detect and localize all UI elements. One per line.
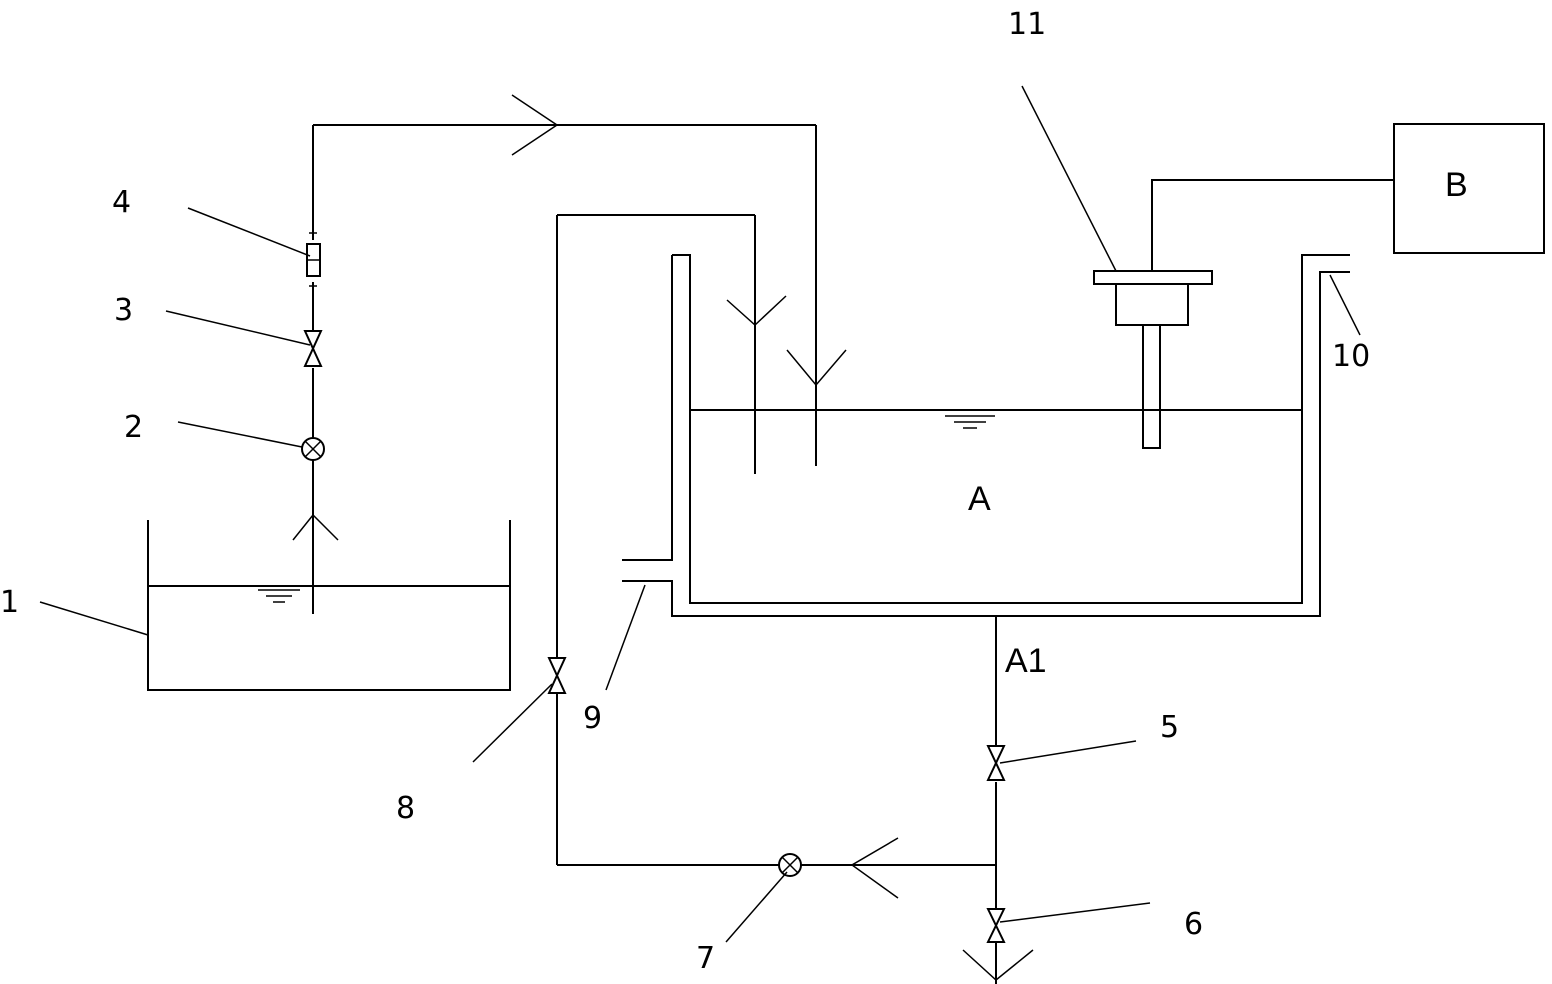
valve-6 [986, 908, 1006, 943]
label-11: 11 [1008, 7, 1046, 42]
label-7: 7 [696, 941, 715, 976]
supply-tank [147, 520, 511, 691]
valve-3 [303, 330, 323, 367]
flow-arrow-right [511, 94, 559, 156]
valve-8 [547, 657, 567, 694]
valve-5 [986, 745, 1006, 781]
label-tank-a: A [968, 480, 991, 518]
label-5: 5 [1160, 710, 1179, 745]
flow-arrow-up [292, 513, 339, 541]
water-level-symbol-a [945, 415, 995, 429]
flow-arrow-drain [962, 949, 1034, 981]
flow-arrow-down [786, 349, 847, 387]
box-b [1393, 123, 1545, 254]
leader-lines [39, 85, 1361, 943]
sensor-11 [1093, 179, 1394, 449]
pump-2 [301, 437, 325, 461]
label-1: 1 [0, 585, 19, 620]
label-4: 4 [112, 185, 131, 220]
pump-7 [778, 853, 802, 877]
water-level-symbol [258, 589, 300, 603]
label-6: 6 [1184, 907, 1203, 942]
label-box-b: B [1445, 166, 1468, 204]
flow-arrow-down-2 [726, 295, 787, 327]
main-tank-a [622, 254, 1350, 617]
label-8: 8 [396, 791, 415, 826]
recirculation-pipe [556, 214, 1034, 984]
label-pipe-a1: A1 [1005, 642, 1047, 680]
supply-pipe [292, 94, 847, 614]
label-3: 3 [114, 293, 133, 328]
label-2: 2 [124, 410, 143, 445]
label-10: 10 [1332, 339, 1370, 374]
label-9: 9 [583, 701, 602, 736]
flow-arrow-left [850, 837, 899, 899]
flowmeter-4 [306, 232, 321, 287]
